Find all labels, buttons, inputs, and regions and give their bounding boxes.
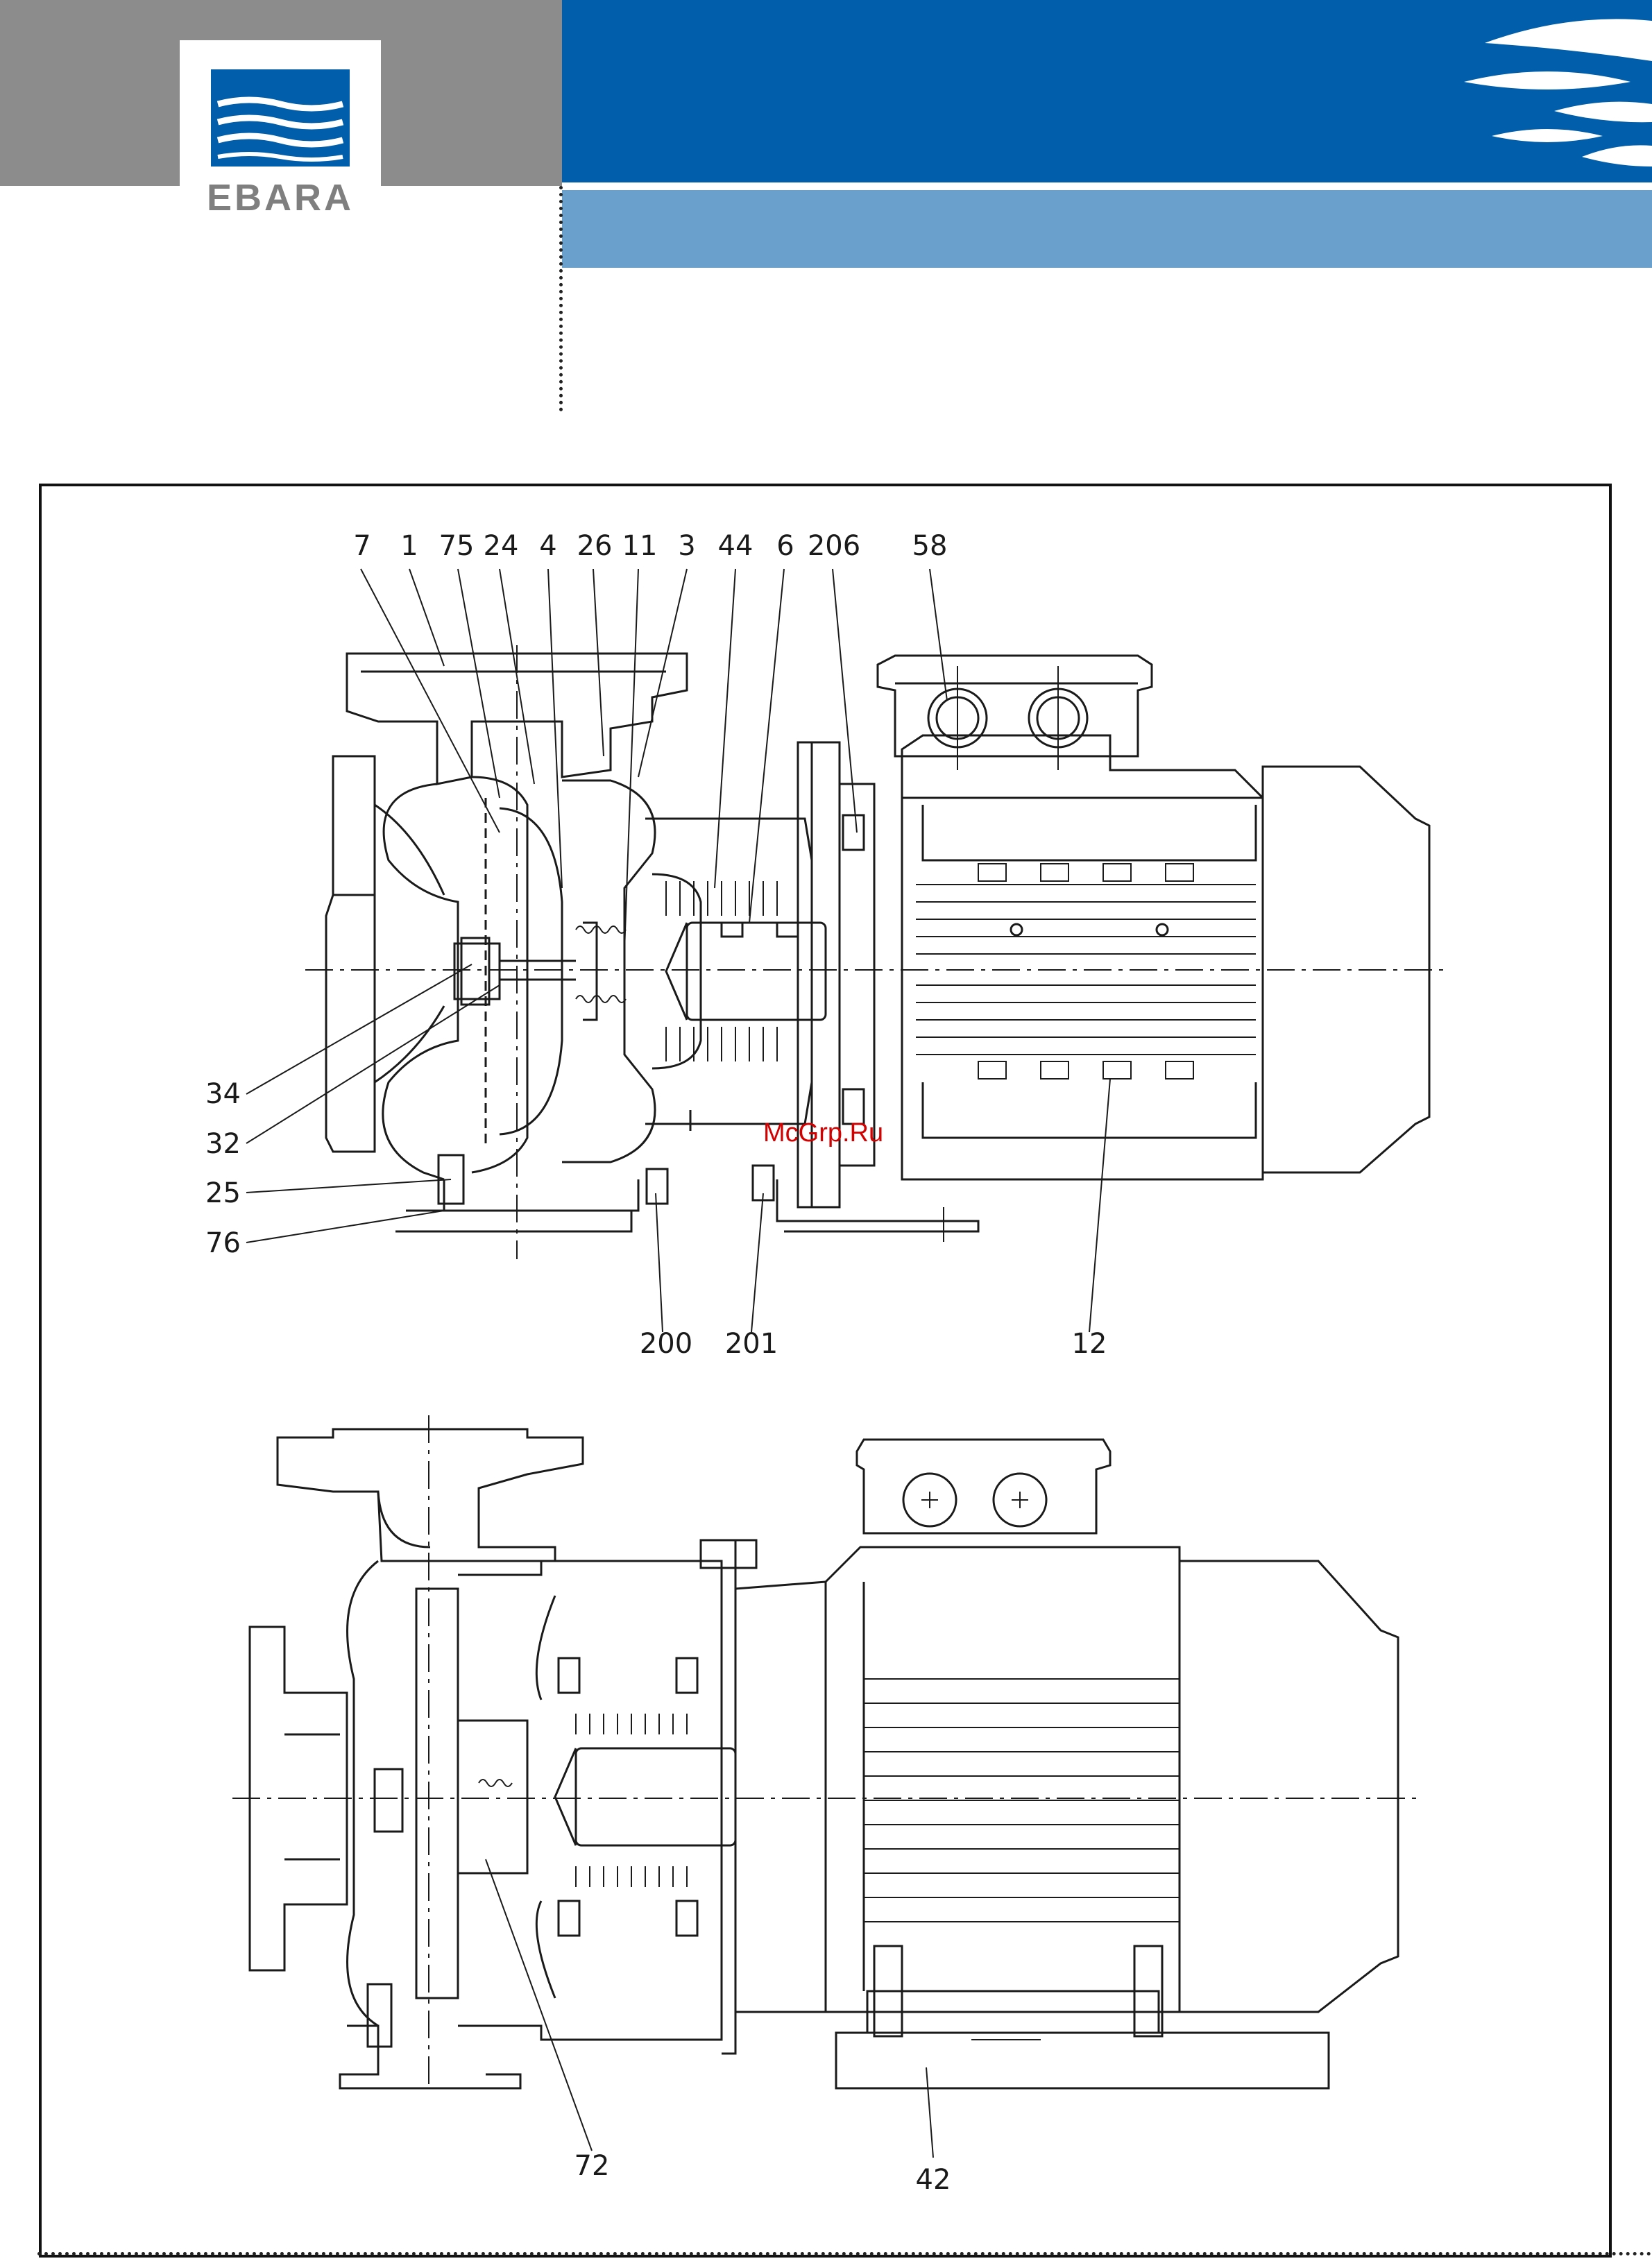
callout-12: 12 <box>1072 1328 1107 1360</box>
callout-4: 4 <box>539 530 556 562</box>
callout-75: 75 <box>439 530 475 562</box>
callout-200: 200 <box>640 1328 692 1360</box>
leader-lines <box>246 569 1110 2158</box>
callout-72: 72 <box>574 2150 610 2182</box>
callout-32: 32 <box>205 1128 241 1160</box>
callout-1: 1 <box>400 530 418 562</box>
callout-25: 25 <box>205 1177 241 1209</box>
callout-labels: 7 1 75 24 4 26 11 3 44 6 206 58 34 32 25… <box>205 530 1107 2196</box>
callout-34: 34 <box>205 1078 241 1110</box>
callout-6: 6 <box>776 530 794 562</box>
callout-76: 76 <box>205 1227 241 1259</box>
callout-42: 42 <box>916 2164 951 2196</box>
callout-3: 3 <box>678 530 695 562</box>
bottom-external-view <box>232 1415 1422 2088</box>
dotted-divider-bottom <box>37 2252 1652 2255</box>
callout-26: 26 <box>577 530 613 562</box>
watermark-text: McGrp.Ru <box>763 1118 883 1147</box>
callout-206: 206 <box>808 530 860 562</box>
callout-58: 58 <box>912 530 948 562</box>
callout-11: 11 <box>622 530 658 562</box>
callout-24: 24 <box>484 530 519 562</box>
callout-44: 44 <box>718 530 753 562</box>
top-sectional-view <box>305 645 1450 1259</box>
callout-201: 201 <box>725 1328 778 1360</box>
callout-7: 7 <box>353 530 371 562</box>
